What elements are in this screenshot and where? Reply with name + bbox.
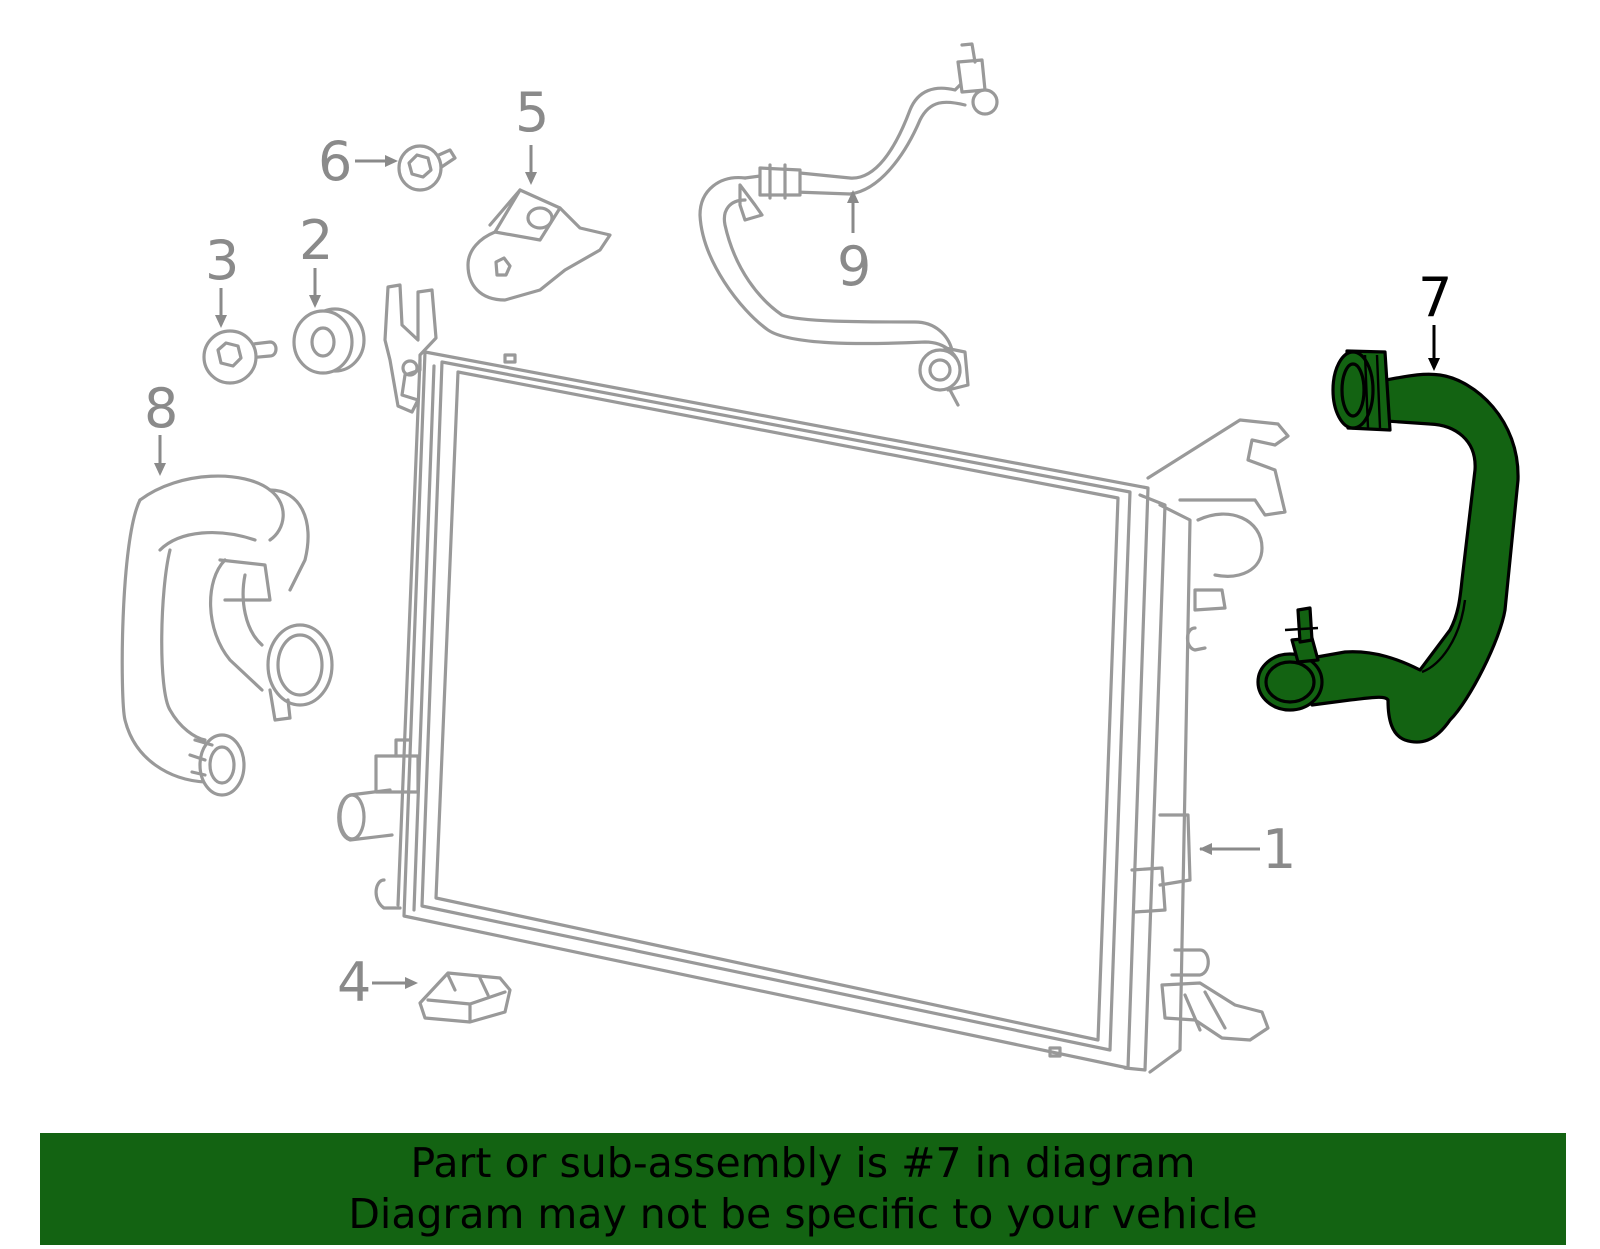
callout-label-5: 5 [515,81,549,144]
mount-part-5 [466,188,612,302]
banner-line-part-number: Part or sub-assembly is #7 in diagram [410,1139,1196,1187]
leader-arrowhead-5 [525,172,537,185]
leader-arrowhead-7 [1428,358,1440,371]
callout-label-2: 2 [299,209,333,272]
callout-label-7: 7 [1418,266,1452,329]
hose-part-8 [120,474,334,797]
bolt-part-3 [202,329,278,385]
callout-label-3: 3 [205,229,239,292]
callout-label-1: 1 [1262,818,1296,881]
leader-arrowhead-9 [847,190,859,203]
hose-part-7-highlighted[interactable] [1256,349,1520,744]
callout-label-4: 4 [337,951,371,1014]
callout-label-6: 6 [318,130,352,193]
radiator-part-1 [337,283,1290,1074]
screw-part-6 [397,144,457,192]
leader-arrowhead-6 [385,155,398,167]
leader-arrowhead-1 [1199,843,1212,855]
leader-arrowhead-2 [309,295,321,308]
callout-label-8: 8 [144,377,178,440]
leader-arrowhead-4 [405,977,418,989]
callout-label-9: 9 [837,235,871,298]
clip-part-4 [418,971,512,1024]
leader-arrowhead-8 [154,463,166,476]
callout-leaders [154,145,1440,989]
callout-labels: 1 2 3 4 5 6 7 8 9 [144,81,1452,1014]
footer-banner: Part or sub-assembly is #7 in diagram Di… [40,1133,1566,1245]
banner-line-disclaimer: Diagram may not be specific to your vehi… [348,1190,1258,1238]
hose-part-9 [698,42,999,407]
leader-arrowhead-3 [215,315,227,328]
grommet-part-2 [292,307,366,375]
